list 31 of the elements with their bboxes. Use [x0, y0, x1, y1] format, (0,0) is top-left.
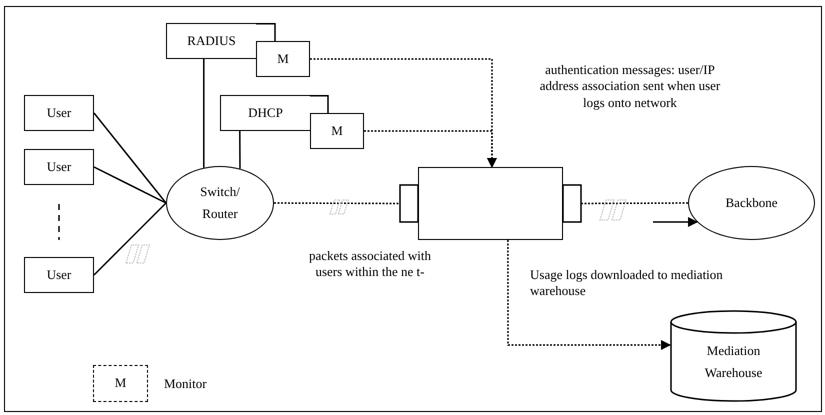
user-box	[24, 149, 94, 185]
node-label: M	[331, 122, 343, 140]
connector	[203, 59, 205, 168]
user-box	[24, 95, 94, 131]
node-label: RADIUS	[187, 32, 236, 50]
dotted-connector	[507, 240, 671, 350]
node-label: Switch/ Router	[199, 183, 241, 223]
node-label: Mediation Warehouse	[704, 343, 762, 380]
node-label: Backbone	[726, 194, 778, 212]
counter-box	[418, 167, 563, 240]
server-box	[220, 95, 310, 131]
connector	[239, 131, 241, 169]
node-label: User	[46, 266, 72, 284]
server-box	[166, 23, 256, 59]
monitor-box	[256, 41, 310, 77]
node-label: User	[46, 104, 72, 122]
arrow	[653, 217, 698, 228]
dotted-connector	[274, 202, 400, 204]
connector	[93, 202, 167, 276]
node-label: User	[46, 158, 72, 176]
connector	[93, 112, 167, 204]
node-label: M	[277, 50, 289, 68]
monitor-box	[310, 113, 364, 149]
user-box	[24, 257, 94, 293]
dotted-connector	[364, 130, 497, 168]
warehouse-cylinder	[670, 310, 797, 402]
dotted-connector	[581, 202, 688, 204]
connector	[94, 166, 166, 204]
caption-text: Monitor	[164, 376, 207, 392]
node-label: DHCP	[248, 104, 283, 122]
node-label: M	[114, 375, 126, 392]
